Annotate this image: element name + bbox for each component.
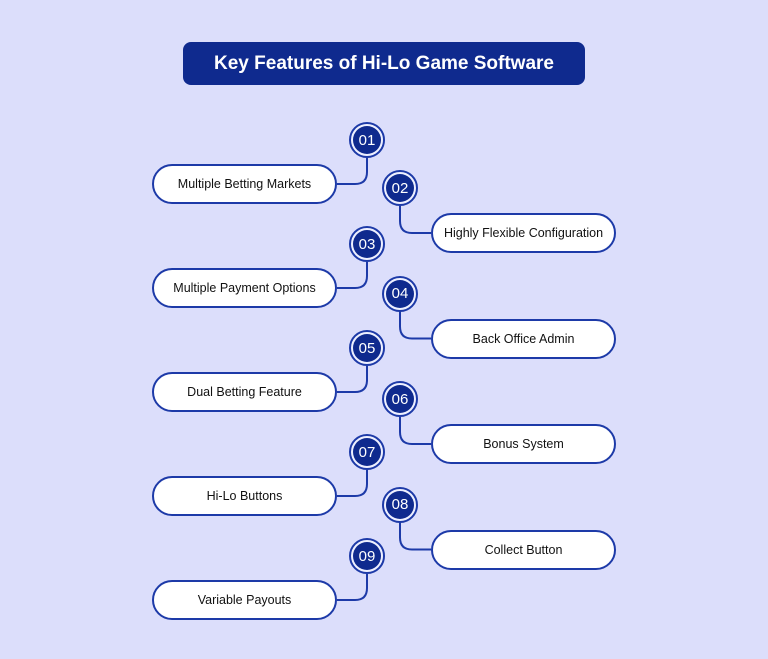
feature-number-badge: 05 bbox=[349, 330, 385, 366]
connector bbox=[337, 262, 368, 289]
feature-label: Dual Betting Feature bbox=[152, 372, 337, 412]
connector bbox=[337, 470, 368, 497]
connector bbox=[337, 574, 368, 601]
connector bbox=[337, 366, 368, 393]
feature-number-badge: 04 bbox=[382, 275, 418, 312]
feature-number: 09 bbox=[353, 542, 381, 570]
connector bbox=[337, 158, 368, 185]
feature-number: 03 bbox=[353, 230, 381, 258]
connector bbox=[399, 417, 431, 445]
feature-label: Hi-Lo Buttons bbox=[152, 476, 337, 516]
feature-number: 02 bbox=[386, 174, 414, 202]
feature-number-badge: 01 bbox=[349, 122, 385, 158]
page-title: Key Features of Hi-Lo Game Software bbox=[183, 42, 585, 85]
feature-number-badge: 09 bbox=[349, 538, 385, 574]
feature-number-badge: 03 bbox=[349, 226, 385, 262]
feature-label: Variable Payouts bbox=[152, 580, 337, 620]
feature-label: Multiple Betting Markets bbox=[152, 164, 337, 204]
feature-label: Highly Flexible Configuration bbox=[431, 213, 616, 253]
feature-label: Back Office Admin bbox=[431, 318, 616, 359]
feature-label: Multiple Payment Options bbox=[152, 268, 337, 308]
feature-number-badge: 07 bbox=[349, 434, 385, 470]
feature-number: 04 bbox=[386, 279, 414, 308]
connector bbox=[399, 311, 431, 340]
connector bbox=[399, 206, 431, 234]
feature-number: 07 bbox=[353, 438, 381, 466]
feature-number-badge: 06 bbox=[382, 381, 418, 417]
feature-number-badge: 08 bbox=[382, 486, 418, 523]
feature-number: 08 bbox=[386, 490, 414, 519]
feature-number: 05 bbox=[353, 334, 381, 362]
feature-number-badge: 02 bbox=[382, 170, 418, 206]
feature-label: Bonus System bbox=[431, 424, 616, 464]
feature-number: 06 bbox=[386, 385, 414, 413]
feature-label: Collect Button bbox=[431, 529, 616, 570]
feature-number: 01 bbox=[353, 126, 381, 154]
connector bbox=[399, 522, 431, 551]
